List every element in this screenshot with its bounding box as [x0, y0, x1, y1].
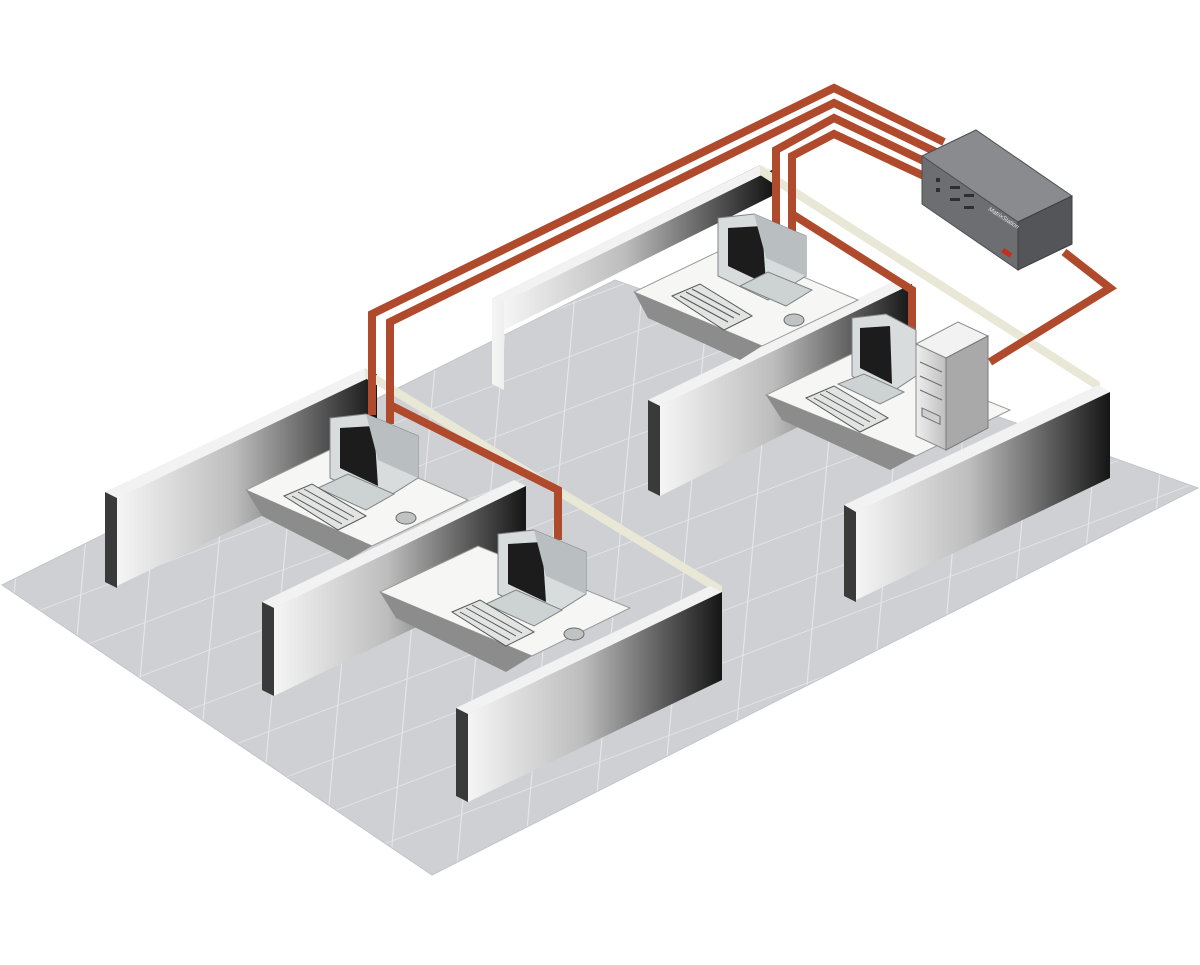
partition — [760, 165, 1100, 392]
partition — [105, 368, 377, 498]
brand-logo — [1001, 248, 1013, 258]
monitor — [836, 313, 917, 405]
cable — [388, 401, 562, 540]
cable — [788, 129, 926, 240]
mouse — [783, 313, 805, 327]
partition — [262, 480, 526, 608]
workstation — [450, 529, 587, 647]
workstation — [670, 213, 814, 331]
mouse — [563, 627, 585, 641]
cable — [772, 113, 932, 232]
kvm-switch: MatrixStation — [921, 129, 1073, 271]
workstation — [804, 313, 990, 451]
workstation — [282, 413, 419, 531]
cable — [789, 210, 916, 340]
cable — [987, 248, 1117, 366]
right-pod — [492, 165, 1110, 602]
cable — [386, 98, 938, 424]
kvm-cables — [368, 83, 1117, 540]
monitor — [484, 529, 587, 627]
tower-computer — [914, 321, 990, 451]
partition — [456, 586, 722, 714]
mouse — [395, 511, 417, 525]
cable — [368, 83, 946, 415]
partition — [844, 385, 1110, 512]
partition — [648, 278, 912, 406]
monitor — [316, 413, 419, 511]
left-pod — [105, 368, 722, 802]
monitor — [717, 213, 814, 307]
floor — [1, 279, 1200, 876]
